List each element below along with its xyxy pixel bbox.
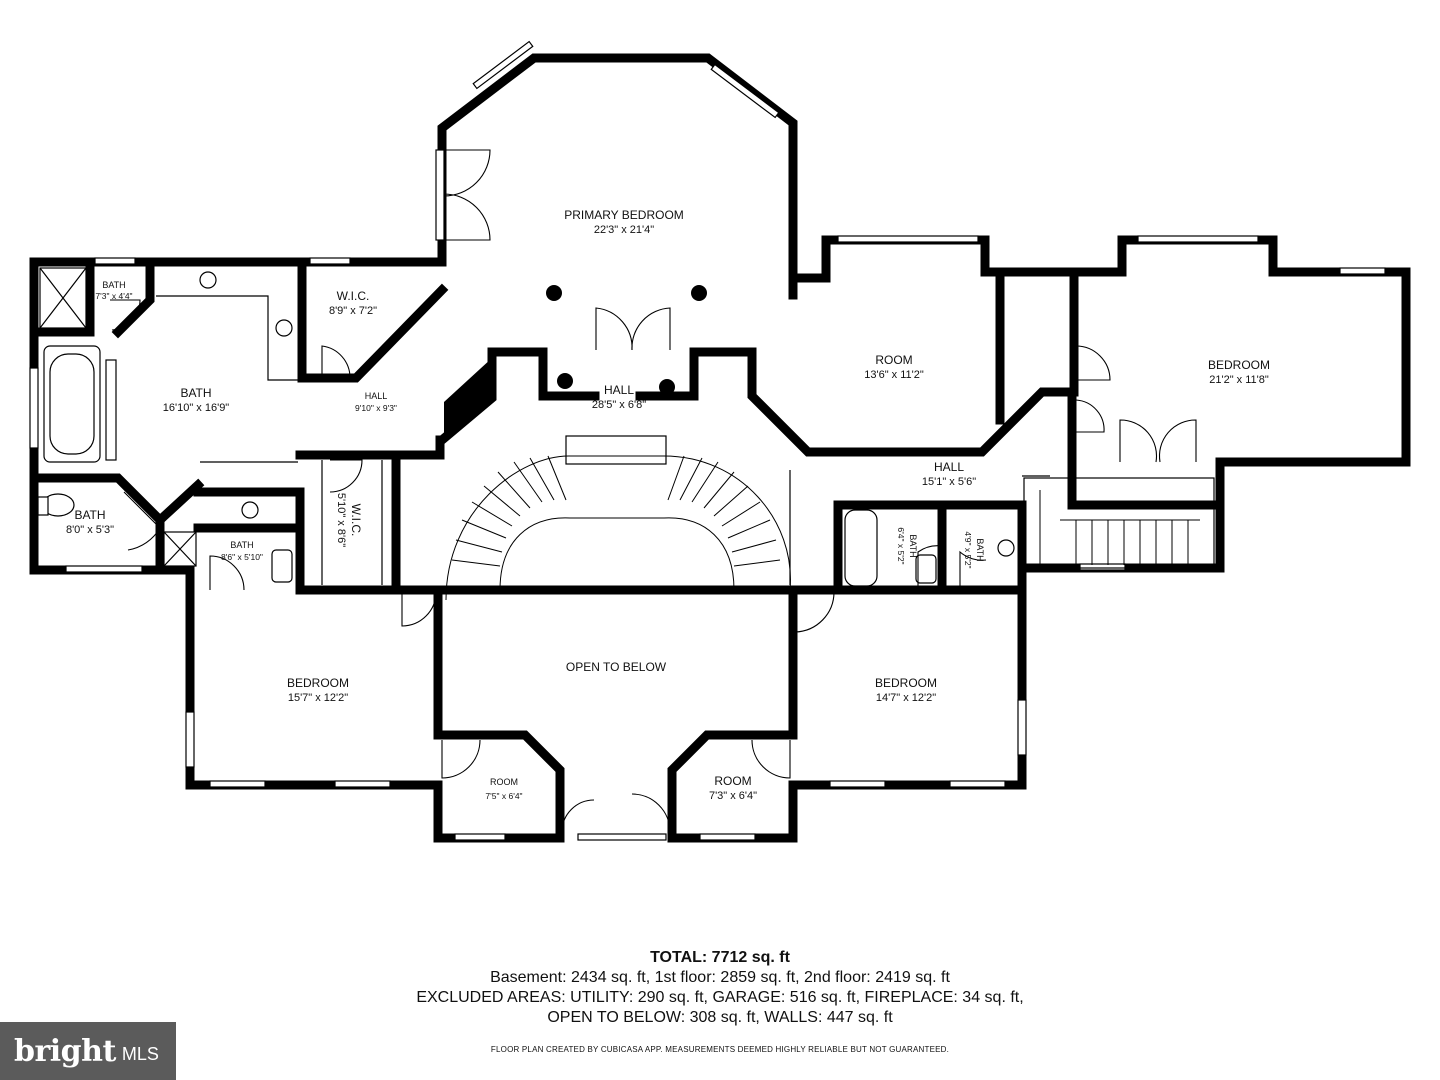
total-area: TOTAL: 7712 sq. ft [650,949,790,966]
fireplace-block [444,358,492,440]
room-name-wic-lower: W.I.C. [349,504,363,537]
room-dims-bedroom-se: 14'7" x 12'2" [876,692,936,704]
excluded-areas: EXCLUDED AREAS: UTILITY: 290 sq. ft, GAR… [416,989,1024,1006]
room-name-room-se: ROOM [714,774,751,788]
room-name-bedroom-se: BEDROOM [875,676,937,690]
room-name-hall-small: HALL [365,391,388,401]
room-dims-primary-bedroom: 22'3" x 21'4" [594,224,654,236]
room-dims-bath-west: 8'0" x 5'3" [66,524,114,536]
bright-mls-logo: bright MLS [0,1022,176,1080]
columns [546,285,707,395]
room-dims-hall-east: 15'1" x 5'6" [922,476,976,488]
room-dims-bedroom-east: 21'2" x 11'8" [1209,374,1269,386]
room-name-open-to-below: OPEN TO BELOW [566,660,667,674]
walls [29,53,1411,843]
room-name-hall-east: HALL [934,460,964,474]
floor-areas: Basement: 2434 sq. ft, 1st floor: 2859 s… [490,969,950,986]
room-dims-hall-center: 28'5" x 6'8" [592,399,646,411]
room-name-bath-mid: BATH [230,540,253,550]
room-name-hall-center: HALL [604,383,634,397]
room-dims-wic-upper: 8'9" x 7'2" [329,305,377,317]
room-name-bath-east2: BATH [975,538,985,561]
room-name-bath-small: BATH [102,280,125,290]
room-name-wic-upper: W.I.C. [337,289,370,303]
room-name-room-sw: ROOM [490,777,518,787]
room-dims-room-se: 7'3" x 6'4" [709,790,757,802]
room-dims-bath-east1: 6'4" x 5'2" [896,527,906,564]
room-name-primary-bedroom: PRIMARY BEDROOM [564,208,684,222]
windows [29,40,1386,841]
room-name-bath-east1: BATH [908,534,918,557]
room-name-bedroom-east: BEDROOM [1208,358,1270,372]
room-dims-bath-east2: 4'9" x 5'2" [963,531,973,568]
room-dims-hall-small: 9'10" x 9'3" [355,403,397,413]
room-dims-room-upper: 13'6" x 11'2" [864,369,924,381]
room-dims-bath-small: 7'3" x 4'4" [95,291,132,301]
logo-suffix: MLS [121,1043,159,1064]
room-dims-bedroom-sw: 15'7" x 12'2" [288,692,348,704]
room-dims-room-sw: 7'5" x 6'4" [485,791,522,801]
room-name-bedroom-sw: BEDROOM [287,676,349,690]
room-labels: PRIMARY BEDROOM 22'3" x 21'4" ROOM 13'6"… [66,208,1270,802]
excluded-areas-cont: OPEN TO BELOW: 308 sq. ft, WALLS: 447 sq… [547,1009,893,1026]
doors [110,149,1197,833]
disclaimer: FLOOR PLAN CREATED BY CUBICASA APP. MEAS… [490,1045,950,1054]
room-name-room-upper: ROOM [875,353,912,367]
room-dims-wic-lower: 5'10" x 8'6" [335,493,347,547]
logo-brand: bright [14,1033,116,1069]
area-summary: TOTAL: 7712 sq. ft Basement: 2434 sq. ft… [0,948,1440,1028]
fixtures [37,267,1015,587]
room-name-bath-main: BATH [180,386,211,400]
room-dims-bath-main: 16'10" x 16'9" [163,402,230,414]
room-name-bath-west: BATH [74,508,105,522]
curved-staircase [445,435,1215,601]
room-dims-bath-mid: 8'6" x 5'10" [221,552,263,562]
